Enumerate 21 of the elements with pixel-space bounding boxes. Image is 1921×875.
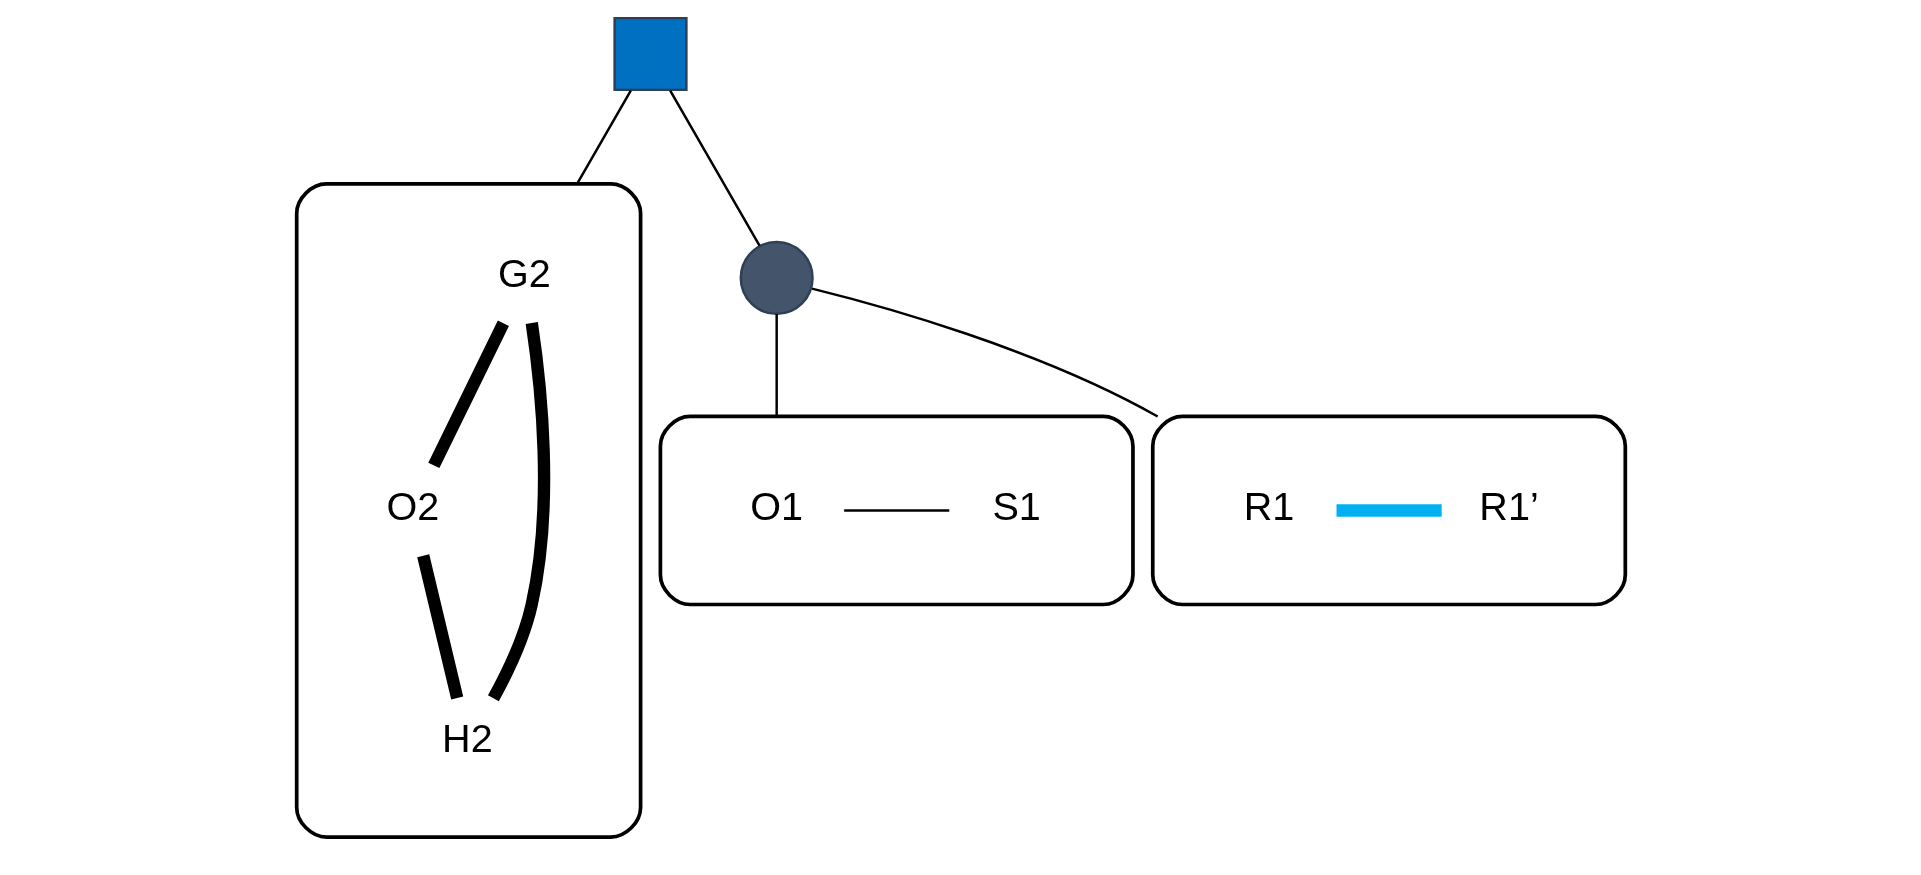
connector: [774, 313, 778, 417]
node-text: G2: [497, 251, 551, 296]
node-box: [612, 16, 688, 92]
node-text: S1: [991, 483, 1041, 528]
connector: [811, 287, 1158, 418]
connector: [843, 509, 949, 512]
connector: [1336, 504, 1442, 517]
connector: [487, 322, 550, 702]
node-text: O1: [749, 483, 803, 528]
node-text: R1’: [1478, 483, 1539, 528]
node-text: R1: [1243, 483, 1294, 528]
cluster: [658, 414, 1135, 607]
cluster: [294, 182, 642, 839]
connector: [668, 90, 761, 247]
connector: [427, 320, 509, 469]
node-text: O2: [386, 483, 439, 528]
connector: [416, 554, 463, 700]
connector: [575, 90, 632, 185]
cluster: [1150, 414, 1627, 607]
node-circle: [739, 240, 814, 316]
node-text: H2: [441, 716, 493, 761]
